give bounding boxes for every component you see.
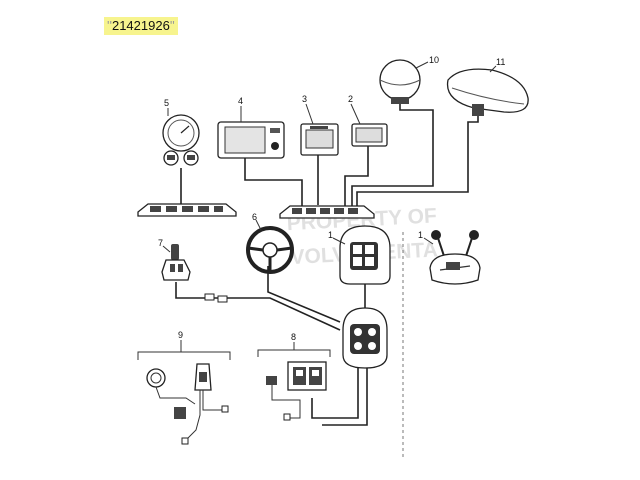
cable-harness xyxy=(175,102,479,426)
callout-6: 6 xyxy=(252,212,257,222)
radar-antenna xyxy=(446,68,529,116)
callout-3: 3 xyxy=(302,94,307,104)
control-unit xyxy=(342,307,388,369)
hub-right xyxy=(279,205,375,219)
callout-9: 9 xyxy=(178,330,183,340)
callout-1-lever: 1 xyxy=(418,230,423,240)
accessory-kit-9 xyxy=(137,351,231,445)
callout-10: 10 xyxy=(429,55,439,65)
joystick xyxy=(161,244,191,281)
callout-leaders xyxy=(162,61,497,352)
callout-5: 5 xyxy=(164,98,169,108)
part-number-badge: ''21421926'' xyxy=(104,17,178,35)
small-display xyxy=(351,123,388,147)
engine-display xyxy=(300,123,339,156)
control-panel xyxy=(339,225,391,285)
hub-left xyxy=(137,203,237,217)
multifunction-display xyxy=(217,121,285,159)
inline-connectors xyxy=(204,293,228,303)
callout-4: 4 xyxy=(238,96,243,106)
callout-labels: 5 4 3 2 10 11 6 7 1 1 9 8 xyxy=(158,55,505,342)
control-lever xyxy=(429,230,481,285)
callout-8: 8 xyxy=(291,332,296,342)
switch-panel-8 xyxy=(257,349,331,421)
gauge-cluster xyxy=(162,114,200,166)
callout-1-panel: 1 xyxy=(328,230,333,240)
callout-11: 11 xyxy=(496,57,505,67)
gps-antenna xyxy=(379,59,421,104)
callout-7: 7 xyxy=(158,238,163,248)
callout-2: 2 xyxy=(348,94,353,104)
steering-wheel xyxy=(246,226,294,274)
part-number: 21421926 xyxy=(111,18,170,33)
